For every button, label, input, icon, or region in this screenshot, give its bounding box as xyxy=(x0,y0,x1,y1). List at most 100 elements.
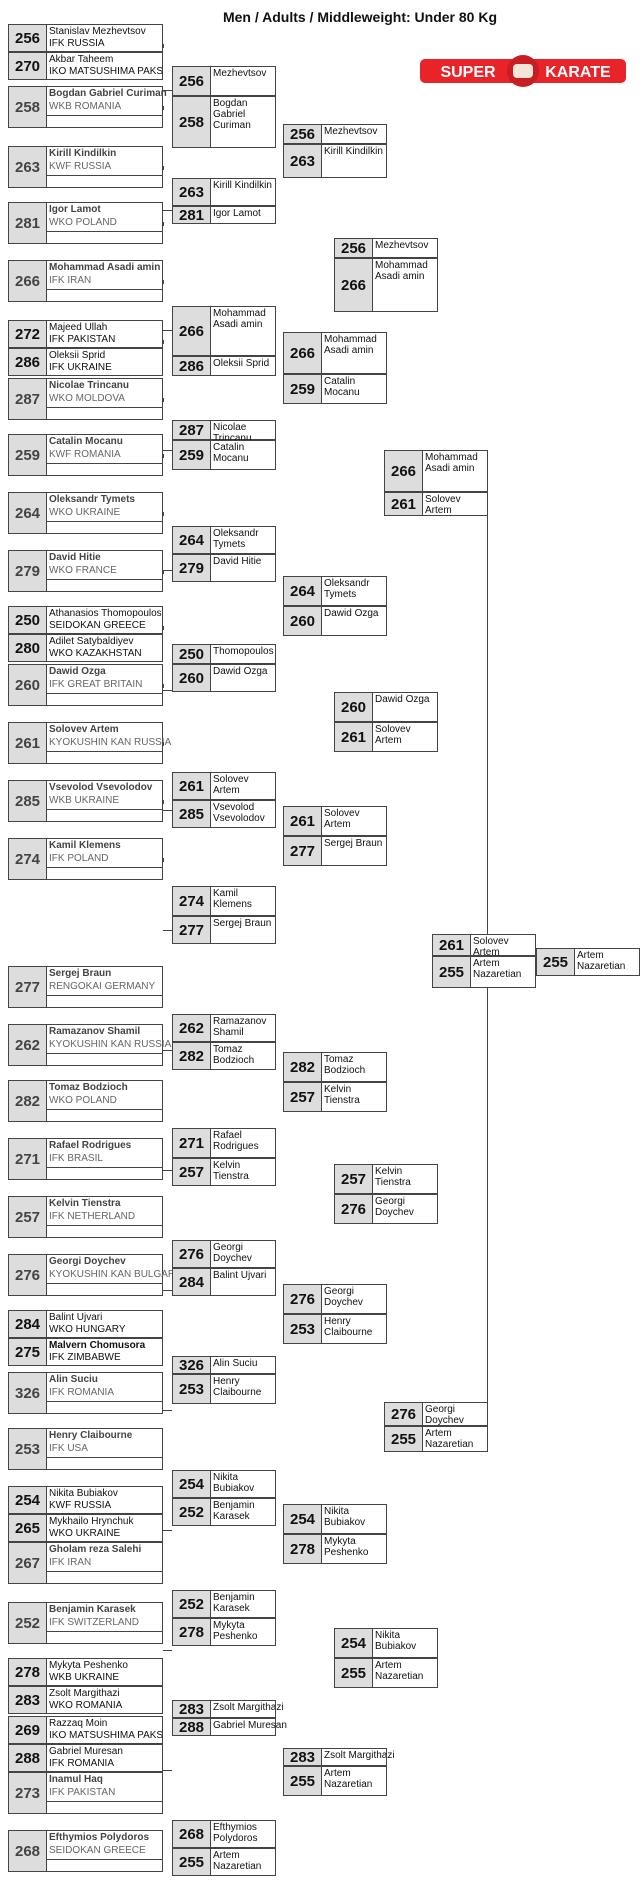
entrant-club: IFK BRASIL xyxy=(49,1153,103,1164)
entrant-name: Mykhailo Hrynchuk xyxy=(49,1516,134,1527)
bracket-connector xyxy=(275,1361,276,1400)
entrant-seed: 279 xyxy=(9,551,47,591)
bracket-connector xyxy=(386,582,387,632)
entrant-club: IFK PAKISTAN xyxy=(49,334,116,345)
super-karate-logo: SUPER KARATE xyxy=(420,55,626,87)
entrant-seed: 275 xyxy=(9,1339,47,1365)
entrant-club: WKO POLAND xyxy=(49,217,117,228)
winner-name: Kelvin Tienstra xyxy=(213,1160,249,1182)
entrant-club: IFK POLAND xyxy=(49,853,109,864)
bracket-connector xyxy=(275,649,276,688)
winner-name: Artem Nazaretian xyxy=(425,1428,474,1450)
winner-seed: 254 xyxy=(335,1629,373,1657)
winner-seed: 260 xyxy=(284,607,322,635)
bracket-connector xyxy=(386,812,387,862)
bracket-connector xyxy=(163,1170,172,1171)
winner-seed: 261 xyxy=(173,773,211,799)
entrant-club: IFK RUSSIA xyxy=(49,38,105,49)
bracket-connector xyxy=(163,330,172,331)
winner-name: Solovev Artem xyxy=(213,774,249,796)
winner-name: David Hitie xyxy=(213,556,262,567)
entrant-name: Oleksii Sprid xyxy=(49,350,106,361)
bracket-connector xyxy=(437,1634,438,1684)
winner-name: Tomaz Bodzioch xyxy=(213,1044,255,1066)
entrant-club: KWF ROMANIA xyxy=(49,449,121,460)
entrant-seed: 250 xyxy=(9,607,47,633)
entrant-name: Catalin Mocanu xyxy=(49,436,123,447)
winner-name: Vsevolod Vsevolodov xyxy=(213,802,265,824)
entrant-club: WKO KAZAKHSTAN xyxy=(49,648,142,659)
bracket-connector xyxy=(163,398,164,402)
entrant-name: Gholam reza Salehi xyxy=(49,1544,142,1555)
winner-name: Kirill Kindilkin xyxy=(213,180,272,191)
entrant-name: Bogdan Gabriel Curiman xyxy=(49,88,167,99)
bracket-connector xyxy=(386,1290,387,1340)
winner-name: Henry Claibourne xyxy=(213,1376,262,1398)
winner-seed: 254 xyxy=(284,1505,322,1533)
winner-name: Solovev Artem xyxy=(473,936,509,958)
bracket-connector xyxy=(275,311,276,372)
entrant-seed: 260 xyxy=(9,665,47,705)
winner-seed: 266 xyxy=(284,333,322,373)
winner-seed: 281 xyxy=(173,207,211,224)
entrant-name: Nikita Bubiakov xyxy=(49,1488,118,1499)
winner-name: Sergej Braun xyxy=(324,838,383,849)
winner-seed: 266 xyxy=(385,451,423,491)
entrant-club: KYOKUSHIN KAN BULGARIA xyxy=(49,1269,185,1280)
winner-seed: 279 xyxy=(173,555,211,581)
winner-seed: 262 xyxy=(173,1015,211,1041)
bracket-connector xyxy=(163,1530,172,1531)
bracket-connector xyxy=(437,698,438,748)
winner-seed: 288 xyxy=(173,1719,211,1736)
winner-name: Balint Ujvari xyxy=(213,1270,267,1281)
bracket-connector xyxy=(163,690,172,691)
entrant-seed: 268 xyxy=(9,1831,47,1871)
entrant-seed: 326 xyxy=(9,1373,47,1413)
winner-seed: 252 xyxy=(173,1591,211,1617)
entrant-club: WKO UKRAINE xyxy=(49,1528,121,1539)
entrant-seed: 274 xyxy=(9,839,47,879)
entrant-seed: 266 xyxy=(9,261,47,301)
entrant-club: IFK ROMANIA xyxy=(49,1387,115,1398)
winner-name: Nicolae Trincanu xyxy=(213,422,252,444)
winner-seed: 278 xyxy=(284,1535,322,1563)
entrant-club: WKB UKRAINE xyxy=(49,1672,120,1683)
entrant-seed: 277 xyxy=(9,967,47,1007)
bracket-connector xyxy=(163,1650,172,1651)
winner-seed: 282 xyxy=(284,1053,322,1081)
entrant-club: IKO MATSUSHIMA PAKS xyxy=(49,66,164,77)
entrant-seed: 278 xyxy=(9,1659,47,1685)
entrant-seed: 286 xyxy=(9,349,47,375)
entrant-seed: 263 xyxy=(9,147,47,187)
winner-seed: 260 xyxy=(173,665,211,691)
winner-seed: 259 xyxy=(284,375,322,403)
entrant-seed: 267 xyxy=(9,1543,47,1583)
winner-seed: 256 xyxy=(335,239,373,257)
entrant-seed: 282 xyxy=(9,1081,47,1121)
logo-left-word: SUPER xyxy=(440,64,496,81)
entrant-name: Nicolae Trincanu xyxy=(49,380,130,391)
